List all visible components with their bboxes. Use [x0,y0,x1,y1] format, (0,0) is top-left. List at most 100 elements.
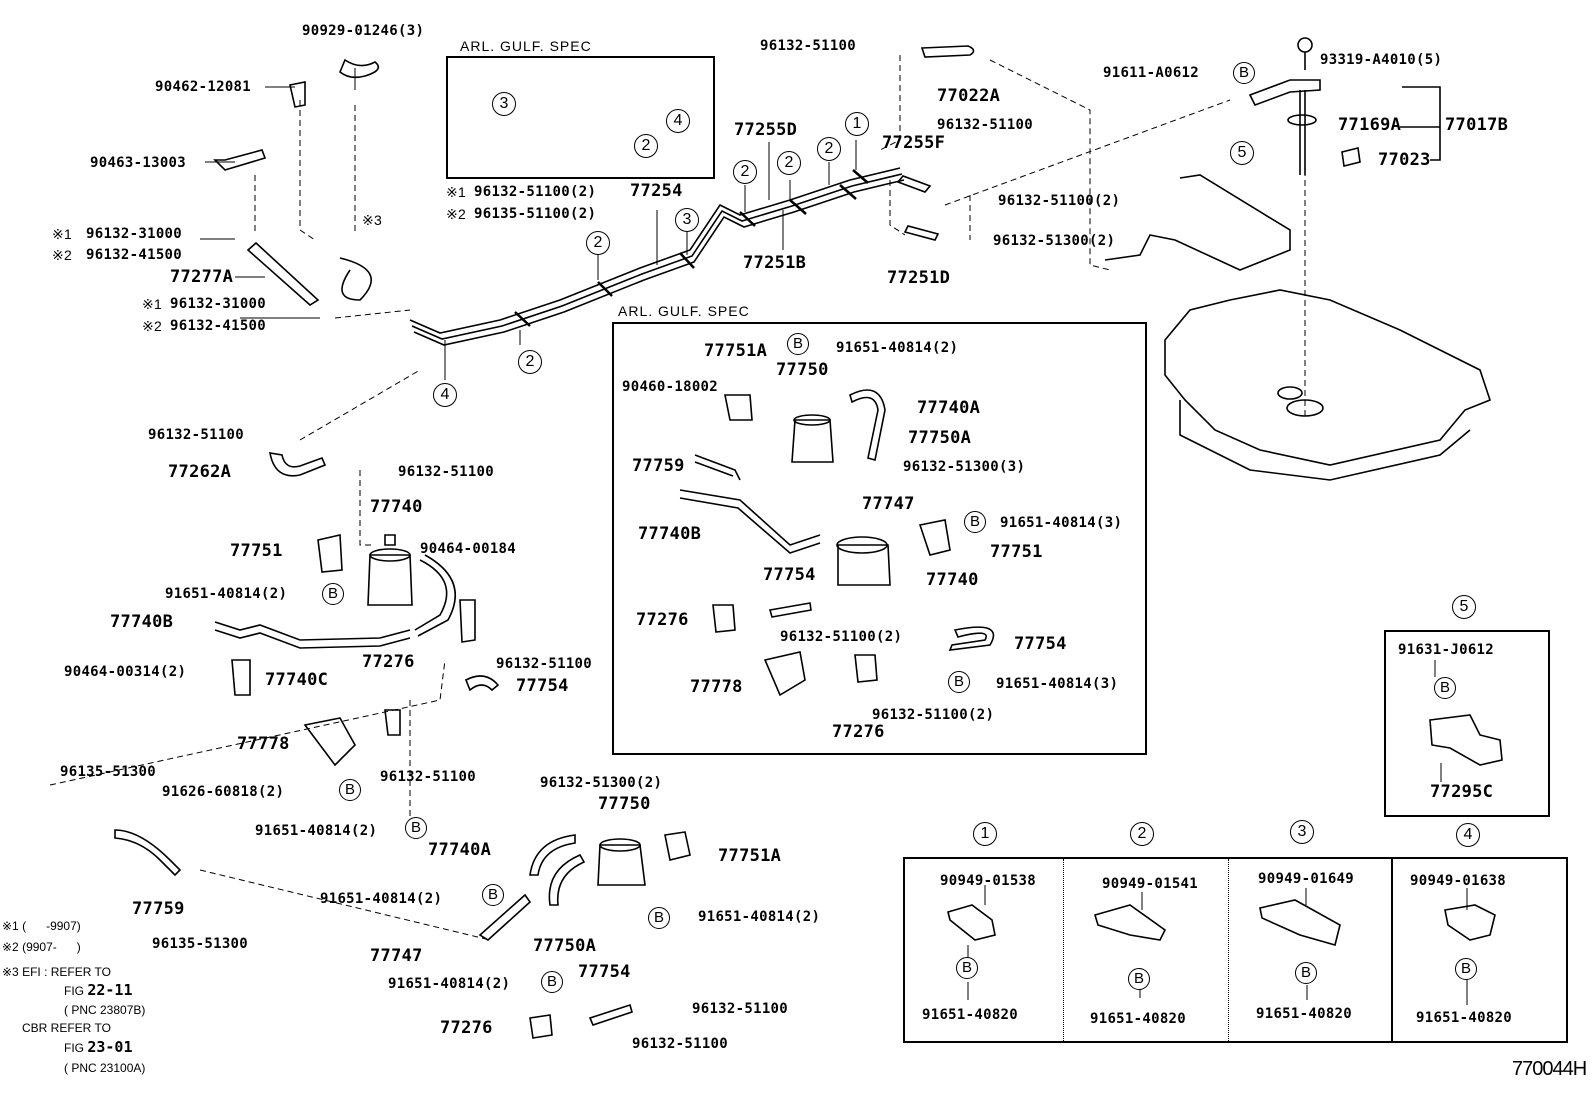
bolt-marker-b: B [1455,958,1477,980]
part-label[interactable]: 77295C [1430,782,1494,802]
part-label[interactable]: 77747 [370,946,423,966]
part-label[interactable]: 77747 [862,494,915,514]
part-label[interactable]: 96132-51100(2) [872,707,995,723]
part-label[interactable]: 90460-18002 [622,379,719,395]
clamp-bolt-label[interactable]: 91651-40820 [922,1007,1019,1023]
part-label[interactable]: 77750A [908,428,972,448]
clamp-bolt-label[interactable]: 91651-40820 [1256,1006,1353,1022]
part-label[interactable]: 96135-51100(2) [474,206,597,222]
part-label[interactable]: 77740B [110,612,174,632]
part-label[interactable]: 77276 [440,1018,493,1038]
part-label[interactable]: 96132-51100(2) [474,184,597,200]
part-label[interactable]: 77023 [1378,150,1431,170]
part-label[interactable]: 77751A [718,846,782,866]
part-label[interactable]: 90463-13003 [90,155,187,171]
part-label[interactable]: 77277A [170,267,234,287]
bolt-marker-b: B [1434,677,1456,699]
note-3-fig2-number[interactable]: 23-01 [87,1038,133,1056]
part-label[interactable]: 77759 [632,456,685,476]
part-label[interactable]: 96135-51300 [152,936,249,952]
note-3-fig1-number[interactable]: 22-11 [87,981,133,999]
part-label[interactable]: 96132-31000 [86,226,183,242]
part-label[interactable]: 77276 [362,652,415,672]
part-label[interactable]: 96132-51100 [692,1001,789,1017]
part-label[interactable]: 77751 [990,542,1043,562]
part-label[interactable]: 91626-60818(2) [162,784,285,800]
clamp-part-label[interactable]: 90949-01538 [940,873,1037,889]
part-label[interactable]: 77017B [1445,115,1509,135]
part-label[interactable]: 77754 [763,565,816,585]
part-label[interactable]: 96132-41500 [86,247,183,263]
part-label[interactable]: 96132-51100 [937,117,1034,133]
part-label[interactable]: 77750 [776,360,829,380]
part-label[interactable]: 96132-51300(3) [903,459,1026,475]
part-label[interactable]: 77754 [578,962,631,982]
part-label[interactable]: 96132-51100(2) [780,629,903,645]
part-label[interactable]: 77169A [1338,115,1402,135]
clamp-part-label[interactable]: 90949-01541 [1102,876,1199,892]
part-label[interactable]: 93319-A4010(5) [1320,52,1443,68]
part-label[interactable]: 77740 [370,497,423,517]
part-label[interactable]: 91631-J0612 [1398,642,1495,658]
part-label[interactable]: 77740A [917,398,981,418]
part-label[interactable]: 90464-00184 [420,541,517,557]
canister-77740-left [367,534,413,606]
clamp-bolt-label[interactable]: 91651-40820 [1090,1011,1187,1027]
part-label[interactable]: 91651-40814(3) [996,676,1119,692]
part-label[interactable]: 77751A [704,341,768,361]
part-label[interactable]: 77262A [168,462,232,482]
part-label[interactable]: 96132-51100 [632,1036,729,1052]
part-label[interactable]: 77754 [1014,634,1067,654]
part-label[interactable]: 77751 [230,541,283,561]
bracket-77747-bottom [478,893,532,941]
part-label[interactable]: 77740A [428,840,492,860]
part-label[interactable]: 77759 [132,899,185,919]
part-label[interactable]: 96132-51100 [760,38,857,54]
part-label[interactable]: 77778 [237,734,290,754]
callout-5-detail: 5 [1452,595,1476,619]
callout-1-table: 1 [973,822,997,846]
clamp-part-label[interactable]: 90949-01649 [1258,871,1355,887]
bracket-77751 [317,534,343,573]
part-label[interactable]: 91651-40814(2) [320,891,443,907]
part-label[interactable]: 96135-51300 [60,764,157,780]
hose-77750A-bottom [548,853,586,906]
part-label[interactable]: 77251B [743,253,807,273]
part-label[interactable]: 96132-51100(2) [998,193,1121,209]
part-label[interactable]: 77255D [734,120,798,140]
part-label[interactable]: 77754 [516,676,569,696]
part-label[interactable]: 91651-40814(3) [1000,515,1123,531]
part-label[interactable]: 91651-40814(2) [388,976,511,992]
part-label[interactable]: 91611-A0612 [1103,65,1200,81]
part-label[interactable]: 90462-12081 [155,79,252,95]
part-label[interactable]: 77254 [630,181,683,201]
part-label[interactable]: 77276 [832,722,885,742]
part-label[interactable]: 77251D [887,268,951,288]
part-label[interactable]: 77778 [690,677,743,697]
note-3-pnc2: ( PNC 23100A) [64,1061,146,1075]
part-label[interactable]: 77740C [265,670,329,690]
part-label[interactable]: 77276 [636,610,689,630]
part-label[interactable]: 96132-41500 [170,318,267,334]
part-label[interactable]: 96132-51100 [496,656,593,672]
part-label[interactable]: 91651-40814(2) [836,340,959,356]
part-label[interactable]: 90464-00314(2) [64,664,187,680]
part-label[interactable]: 91651-40814(2) [255,823,378,839]
part-label[interactable]: 96132-51100 [398,464,495,480]
part-label[interactable]: 77740B [638,524,702,544]
part-label[interactable]: 96132-51300(2) [540,775,663,791]
clamp-bolt-label[interactable]: 91651-40820 [1416,1010,1513,1026]
part-label[interactable]: 77255F [882,133,946,153]
part-label[interactable]: 77750A [533,936,597,956]
part-label[interactable]: 96132-51100 [380,769,477,785]
part-label[interactable]: 96132-31000 [170,296,267,312]
part-label[interactable]: 90929-01246(3) [302,23,425,39]
part-label[interactable]: 91651-40814(2) [698,909,821,925]
part-label[interactable]: 77022A [937,86,1001,106]
part-label[interactable]: 77750 [598,794,651,814]
part-label[interactable]: 77740 [926,570,979,590]
part-label[interactable]: 96132-51300(2) [993,233,1116,249]
clamp-part-label[interactable]: 90949-01638 [1410,873,1507,889]
part-label[interactable]: 91651-40814(2) [165,586,288,602]
part-label[interactable]: 96132-51100 [148,427,245,443]
